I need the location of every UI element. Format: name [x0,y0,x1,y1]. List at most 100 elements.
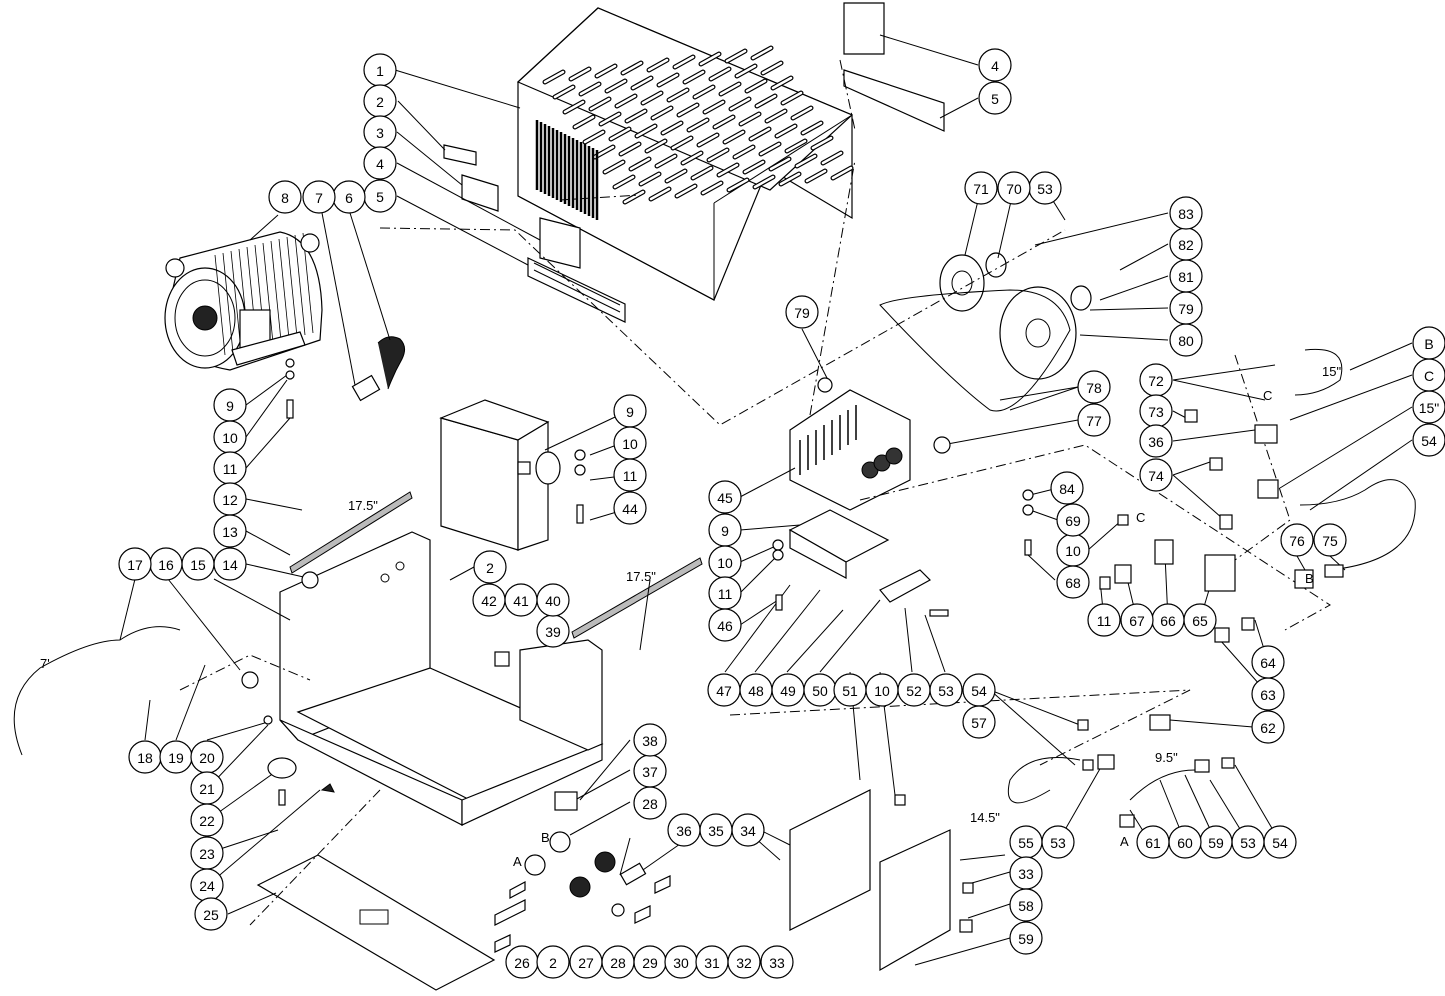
callout-number: 66 [1160,613,1176,629]
callout-number: 30 [673,955,689,971]
callout-balloon-84: 84 [1050,471,1084,505]
callout-balloon-75: 75 [1313,523,1347,557]
callout-number: 84 [1059,481,1075,497]
callout-number: 33 [769,955,785,971]
callout-balloon-10: 10 [213,420,247,454]
callout-number: 29 [642,955,658,971]
callout-number: 53 [938,683,954,699]
callout-balloon-71: 71 [964,171,998,205]
callout-number: 72 [1148,373,1164,389]
callout-balloon-50: 50 [803,673,837,707]
callout-number: 2 [376,94,384,110]
callout-balloon-25: 25 [194,897,228,931]
callout-number: 11 [623,468,638,484]
callout-balloon-81: 81 [1169,259,1203,293]
callout-number: 6 [345,190,353,206]
label-a-right: A [1120,834,1129,849]
callout-number: 50 [812,683,828,699]
callout-balloon-33: 33 [760,945,794,979]
callout-number: 75 [1322,533,1338,549]
callout-number: 18 [137,750,153,766]
callout-number: 31 [704,955,720,971]
callout-number: 40 [545,593,561,609]
callout-balloon-28: 28 [633,786,667,820]
callout-number: 34 [740,823,756,839]
callout-number: 73 [1148,404,1164,420]
callout-number: 35 [708,823,724,839]
callout-balloon-B: B [1412,326,1445,360]
dimension-shelf-rod-left: 17.5" [348,498,378,513]
callout-balloon-10: 10 [865,673,899,707]
callout-number: 74 [1148,468,1164,484]
label-b-right: B [1305,571,1314,586]
callout-balloon-79: 79 [1169,291,1203,325]
callout-balloon-62: 62 [1251,710,1285,744]
callout-number: 54 [971,683,987,699]
callout-number: 11 [1097,613,1112,629]
callout-number: 69 [1065,513,1081,529]
callout-balloon-34: 34 [731,813,765,847]
decals-shroud [443,2,945,323]
callout-balloon-70: 70 [997,171,1031,205]
callout-balloon-14: 14 [213,547,247,581]
callout-number: 32 [736,955,752,971]
callout-balloon-83: 83 [1169,196,1203,230]
callout-number: 28 [610,955,626,971]
callout-balloon-10: 10 [1056,533,1090,567]
callout-balloon-30: 30 [664,945,698,979]
label-c-mid: C [1136,510,1145,525]
callout-number: 54 [1272,835,1288,851]
callout-balloon-54: 54 [1263,825,1297,859]
callout-balloon-23: 23 [190,836,224,870]
callout-balloon-53: 53 [1028,171,1062,205]
callout-balloon-47: 47 [707,673,741,707]
callout-number: 9 [226,398,234,414]
callout-balloon-63: 63 [1251,677,1285,711]
callout-balloon-28: 28 [601,945,635,979]
callout-balloon-5: 5 [363,179,397,213]
callout-balloon-26: 26 [505,945,539,979]
callout-balloon-29: 29 [633,945,667,979]
callout-number: 5 [991,91,999,107]
callout-number: 79 [1178,301,1194,317]
callout-number: 22 [199,813,215,829]
callout-number: 19 [168,750,184,766]
assembly-lines [179,59,1331,926]
callout-number: 47 [716,683,732,699]
callout-number: 4 [376,156,384,172]
callout-number: 59 [1208,835,1224,851]
callout-number: 68 [1065,575,1081,591]
callout-balloon-52: 52 [897,673,931,707]
callout-number: 2 [549,955,557,971]
dimension-hose-small: 9.5" [1155,750,1178,765]
callout-balloon-67: 67 [1120,603,1154,637]
callout-number: 39 [545,624,561,640]
callout-balloon-53: 53 [929,673,963,707]
callout-number: 10 [874,683,890,699]
callout-number: 83 [1178,206,1194,222]
callout-number: 1 [376,63,384,79]
callout-balloon-31: 31 [695,945,729,979]
callout-number: 41 [513,593,529,609]
callout-balloon-21: 21 [190,771,224,805]
callout-number: 59 [1018,931,1034,947]
callout-number: 64 [1260,655,1276,671]
callout-number: 45 [717,490,733,506]
callout-number: 46 [717,618,733,634]
callout-number: 65 [1192,613,1208,629]
callout-balloon-54: 54 [1412,423,1445,457]
callout-balloon-19: 19 [159,740,193,774]
callout-number: 79 [794,305,810,321]
callout-balloon-80: 80 [1169,323,1203,357]
callout-balloon-3: 3 [363,115,397,149]
callout-number: 48 [748,683,764,699]
callout-number: 38 [642,733,658,749]
callout-balloon-15: 15 [181,547,215,581]
callout-balloon-11: 11 [213,451,247,485]
callout-balloon-5: 5 [978,81,1012,115]
callout-balloon-54: 54 [962,673,996,707]
base-plate [256,854,496,991]
callout-number: 37 [642,764,658,780]
callout-balloon-72: 72 [1139,363,1173,397]
callout-number: 2 [486,560,494,576]
